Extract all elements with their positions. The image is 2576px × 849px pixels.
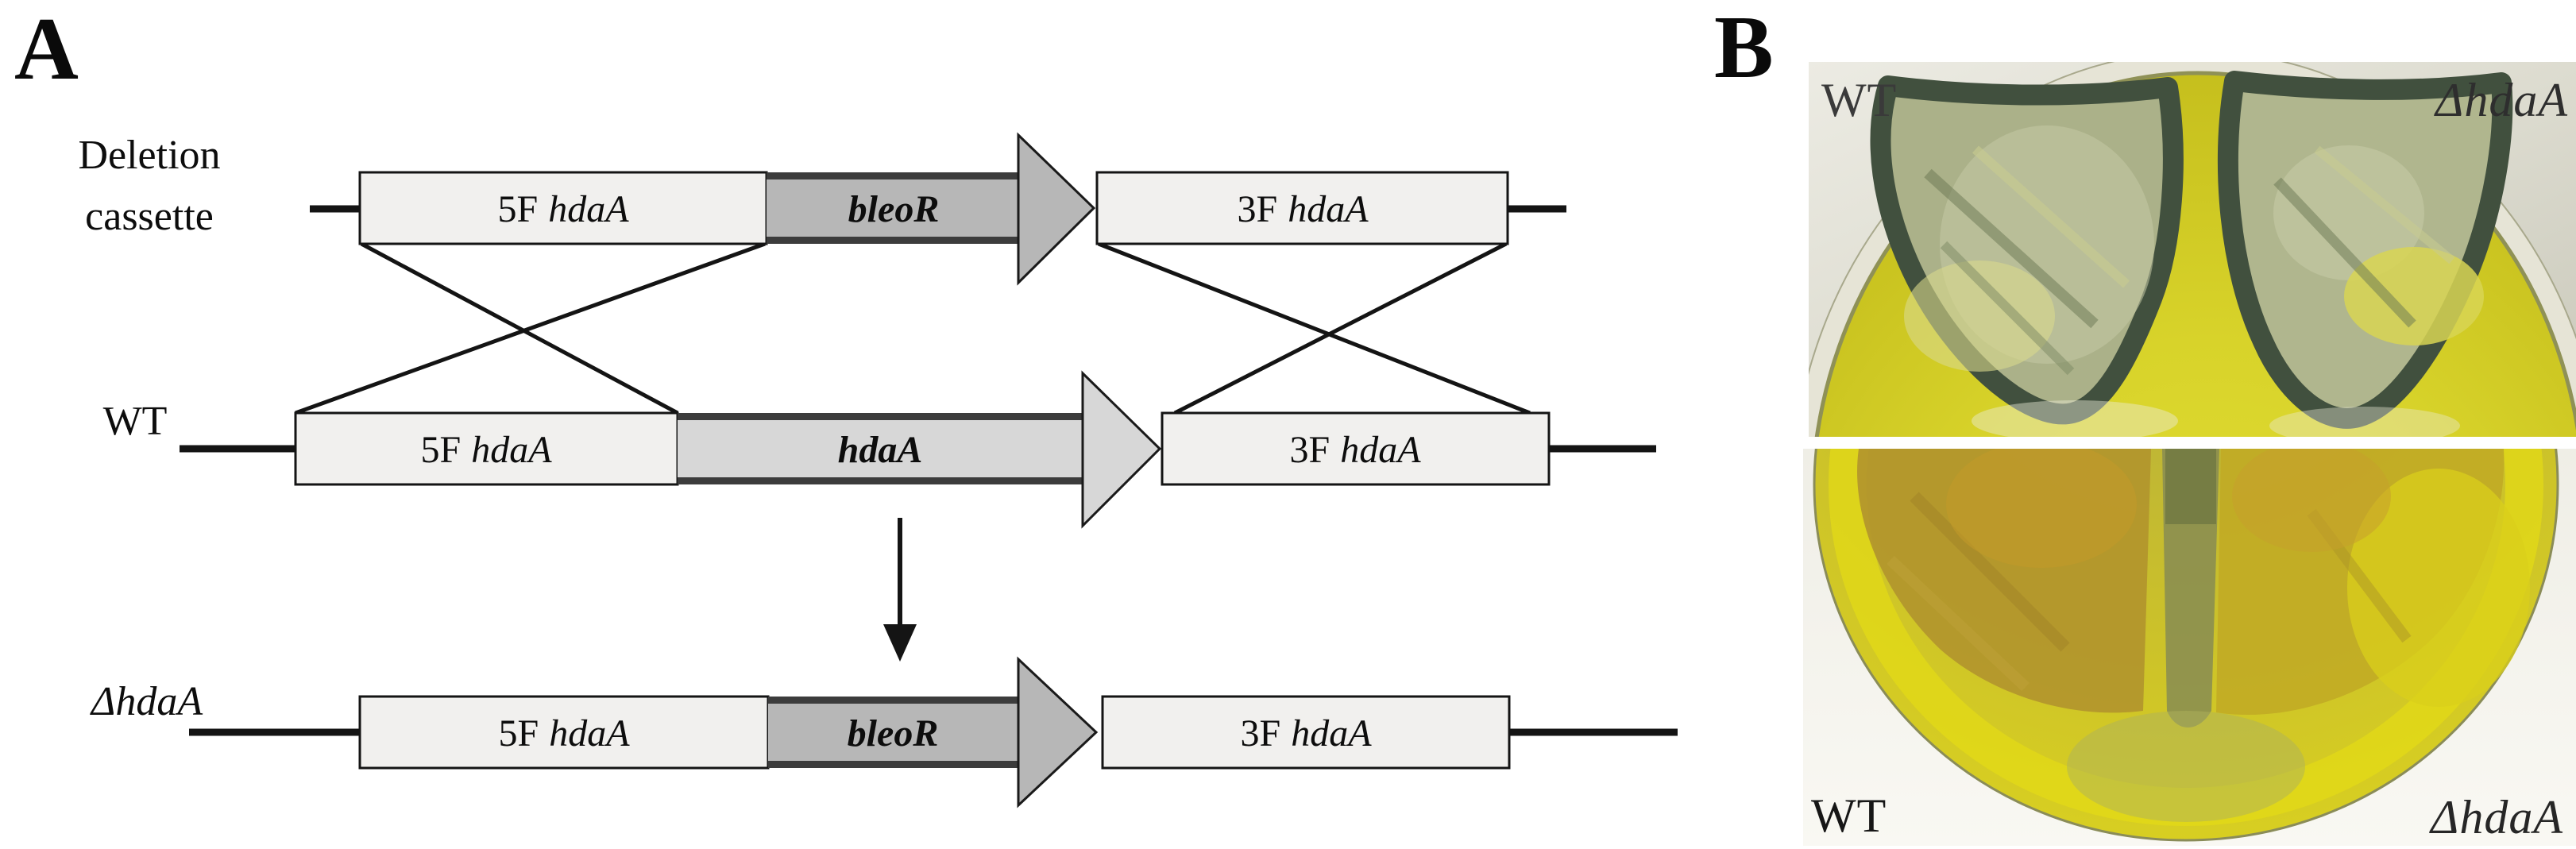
box-prefix: 3F: [1237, 188, 1277, 230]
row-label-mutant: ΔhdaA: [90, 679, 203, 724]
fan-orange-patch: [1946, 449, 2137, 568]
crossover-line: [1173, 241, 1508, 415]
plate-front-mutant-label: ΔhdaA: [2435, 74, 2568, 126]
arrow-shaft-edge: [768, 697, 1018, 704]
arrow-shaft-edge: [767, 172, 1018, 179]
colony-yellow-patch: [1904, 260, 2055, 372]
colony-mutant: [2217, 71, 2513, 429]
down-arrow-head: [883, 624, 917, 662]
flank-box-3f-label: 3F hdaA: [1237, 188, 1369, 230]
fan-streak: [1887, 555, 2030, 692]
dish-bottom-shading: [2067, 711, 2305, 822]
box-gene: hdaA: [1340, 429, 1421, 471]
row-label-wt: WT: [103, 399, 168, 444]
flank-box-3f: [1095, 171, 1509, 245]
down-arrow: [883, 518, 917, 662]
arrow-head: [1081, 370, 1162, 529]
bleor-gene-arrow: bleoR: [768, 656, 1099, 808]
plate-reverse-wt-label: WT: [1811, 789, 1887, 842]
box-gene: hdaA: [1288, 188, 1369, 230]
reverse-fan-mutant: [2216, 449, 2530, 715]
fan-bright-patch: [2347, 469, 2530, 707]
arrow-shaft-edge: [678, 477, 1083, 484]
plate-reverse-mutant-label: ΔhdaA: [2431, 791, 2563, 843]
box-prefix: 5F: [420, 429, 461, 471]
flank-box-3f: [1161, 411, 1551, 486]
arrow-shaft: [767, 172, 1018, 244]
arrow-head: [1017, 656, 1099, 808]
arrow-shaft-edge: [768, 761, 1018, 768]
bleor-label: bleoR: [848, 712, 939, 754]
plate-front-art: [1809, 62, 2576, 437]
colony-halo: [2269, 407, 2460, 437]
colony-halo: [1972, 400, 2178, 437]
plate-front-wt-label: WT: [1821, 74, 1898, 126]
arrow-shaft: [768, 697, 1018, 768]
box-gene: hdaA: [549, 712, 630, 754]
crossover-line: [295, 241, 766, 415]
arrow-head: [1017, 132, 1096, 286]
flank-box-3f-label: 3F hdaA: [1240, 712, 1372, 754]
box-prefix: 5F: [498, 712, 539, 754]
colony-streak: [2314, 145, 2455, 264]
plate-center-band-dark: [2165, 449, 2216, 524]
right-crossover-lines: [1098, 241, 1531, 415]
colony-streak: [2273, 177, 2416, 328]
box-prefix: 5F: [497, 188, 538, 230]
plate-photo-reverse: WT ΔhdaA: [1803, 449, 2576, 846]
colony-highlight: [2273, 145, 2424, 280]
flank-box-5f: [358, 695, 770, 770]
box-prefix: 3F: [1240, 712, 1280, 754]
hdaa-label: hdaA: [838, 429, 923, 471]
crossover-line: [360, 241, 679, 415]
box-gene: hdaA: [471, 429, 552, 471]
crossover-line: [1098, 241, 1531, 415]
panel-b-label: B: [1714, 0, 1774, 97]
box-gene: hdaA: [1291, 712, 1372, 754]
fan-orange-patch: [2232, 449, 2391, 552]
arrow-shaft-edge: [678, 413, 1083, 420]
plate-reverse-art: [1803, 449, 2576, 846]
bleor-gene-arrow: bleoR: [767, 132, 1096, 286]
colony-wt: [1870, 75, 2184, 425]
left-crossover-lines: [295, 241, 766, 415]
plate-photo-front: WT ΔhdaA: [1809, 62, 2576, 437]
fan-streak: [1910, 492, 2070, 652]
box-gene: hdaA: [548, 188, 629, 230]
row-label-deletion-line1: Deletion: [78, 133, 220, 178]
box-prefix: 3F: [1289, 429, 1330, 471]
colony-streak: [1972, 145, 2130, 288]
flank-box-5f: [358, 171, 768, 245]
colony-streak: [1940, 241, 2075, 376]
arrow-shaft-edge: [767, 237, 1018, 244]
flank-box-5f: [294, 411, 679, 486]
colony-streak: [1924, 168, 2099, 329]
arrow-shaft: [678, 413, 1083, 484]
reverse-fan-wt: [1857, 449, 2151, 713]
flank-box-3f: [1101, 695, 1511, 770]
colony-yellow-patch: [2344, 247, 2484, 345]
panel-a-label: A: [14, 0, 79, 98]
hdaa-gene-arrow: hdaA: [678, 370, 1162, 529]
bleor-label: bleoR: [848, 188, 940, 230]
row-label-deletion-line2: cassette: [85, 194, 214, 239]
